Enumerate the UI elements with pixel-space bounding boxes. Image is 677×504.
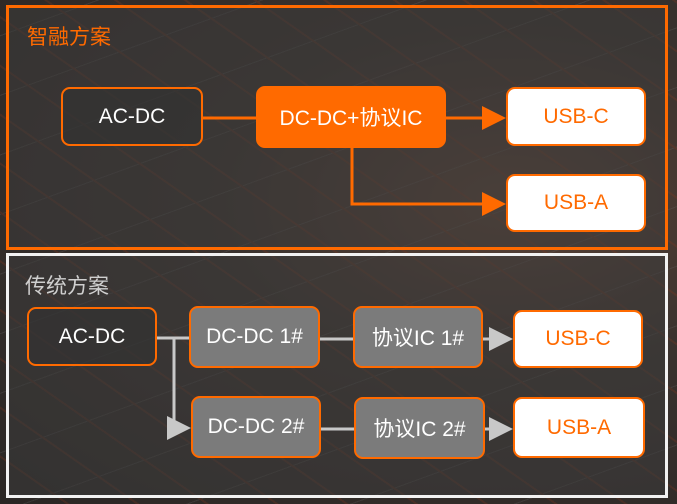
arrow-acdc-dcdc2 [167, 338, 191, 440]
smart-dcdc-protocol-ic-box: DC-DC+协议IC [256, 86, 446, 148]
trad-usba-box: USB-A [513, 397, 645, 458]
trad-dcdc2-box: DC-DC 2# [191, 396, 321, 458]
traditional-solution-title: 传统方案 [25, 275, 109, 298]
smart-usba-box: USB-A [506, 174, 646, 232]
trad-protocol-ic1-box: 协议IC 1# [353, 306, 483, 368]
smart-solution-title: 智融方案 [27, 26, 111, 49]
trad-acdc-box: AC-DC [27, 307, 157, 366]
smart-acdc-box: AC-DC [61, 87, 203, 146]
trad-dcdc1-box: DC-DC 1# [189, 306, 320, 368]
trad-usbc-box: USB-C [513, 310, 643, 368]
arrow-to-usba [350, 148, 506, 216]
smart-usbc-box: USB-C [506, 87, 646, 146]
trad-protocol-ic2-box: 协议IC 2# [354, 397, 485, 459]
